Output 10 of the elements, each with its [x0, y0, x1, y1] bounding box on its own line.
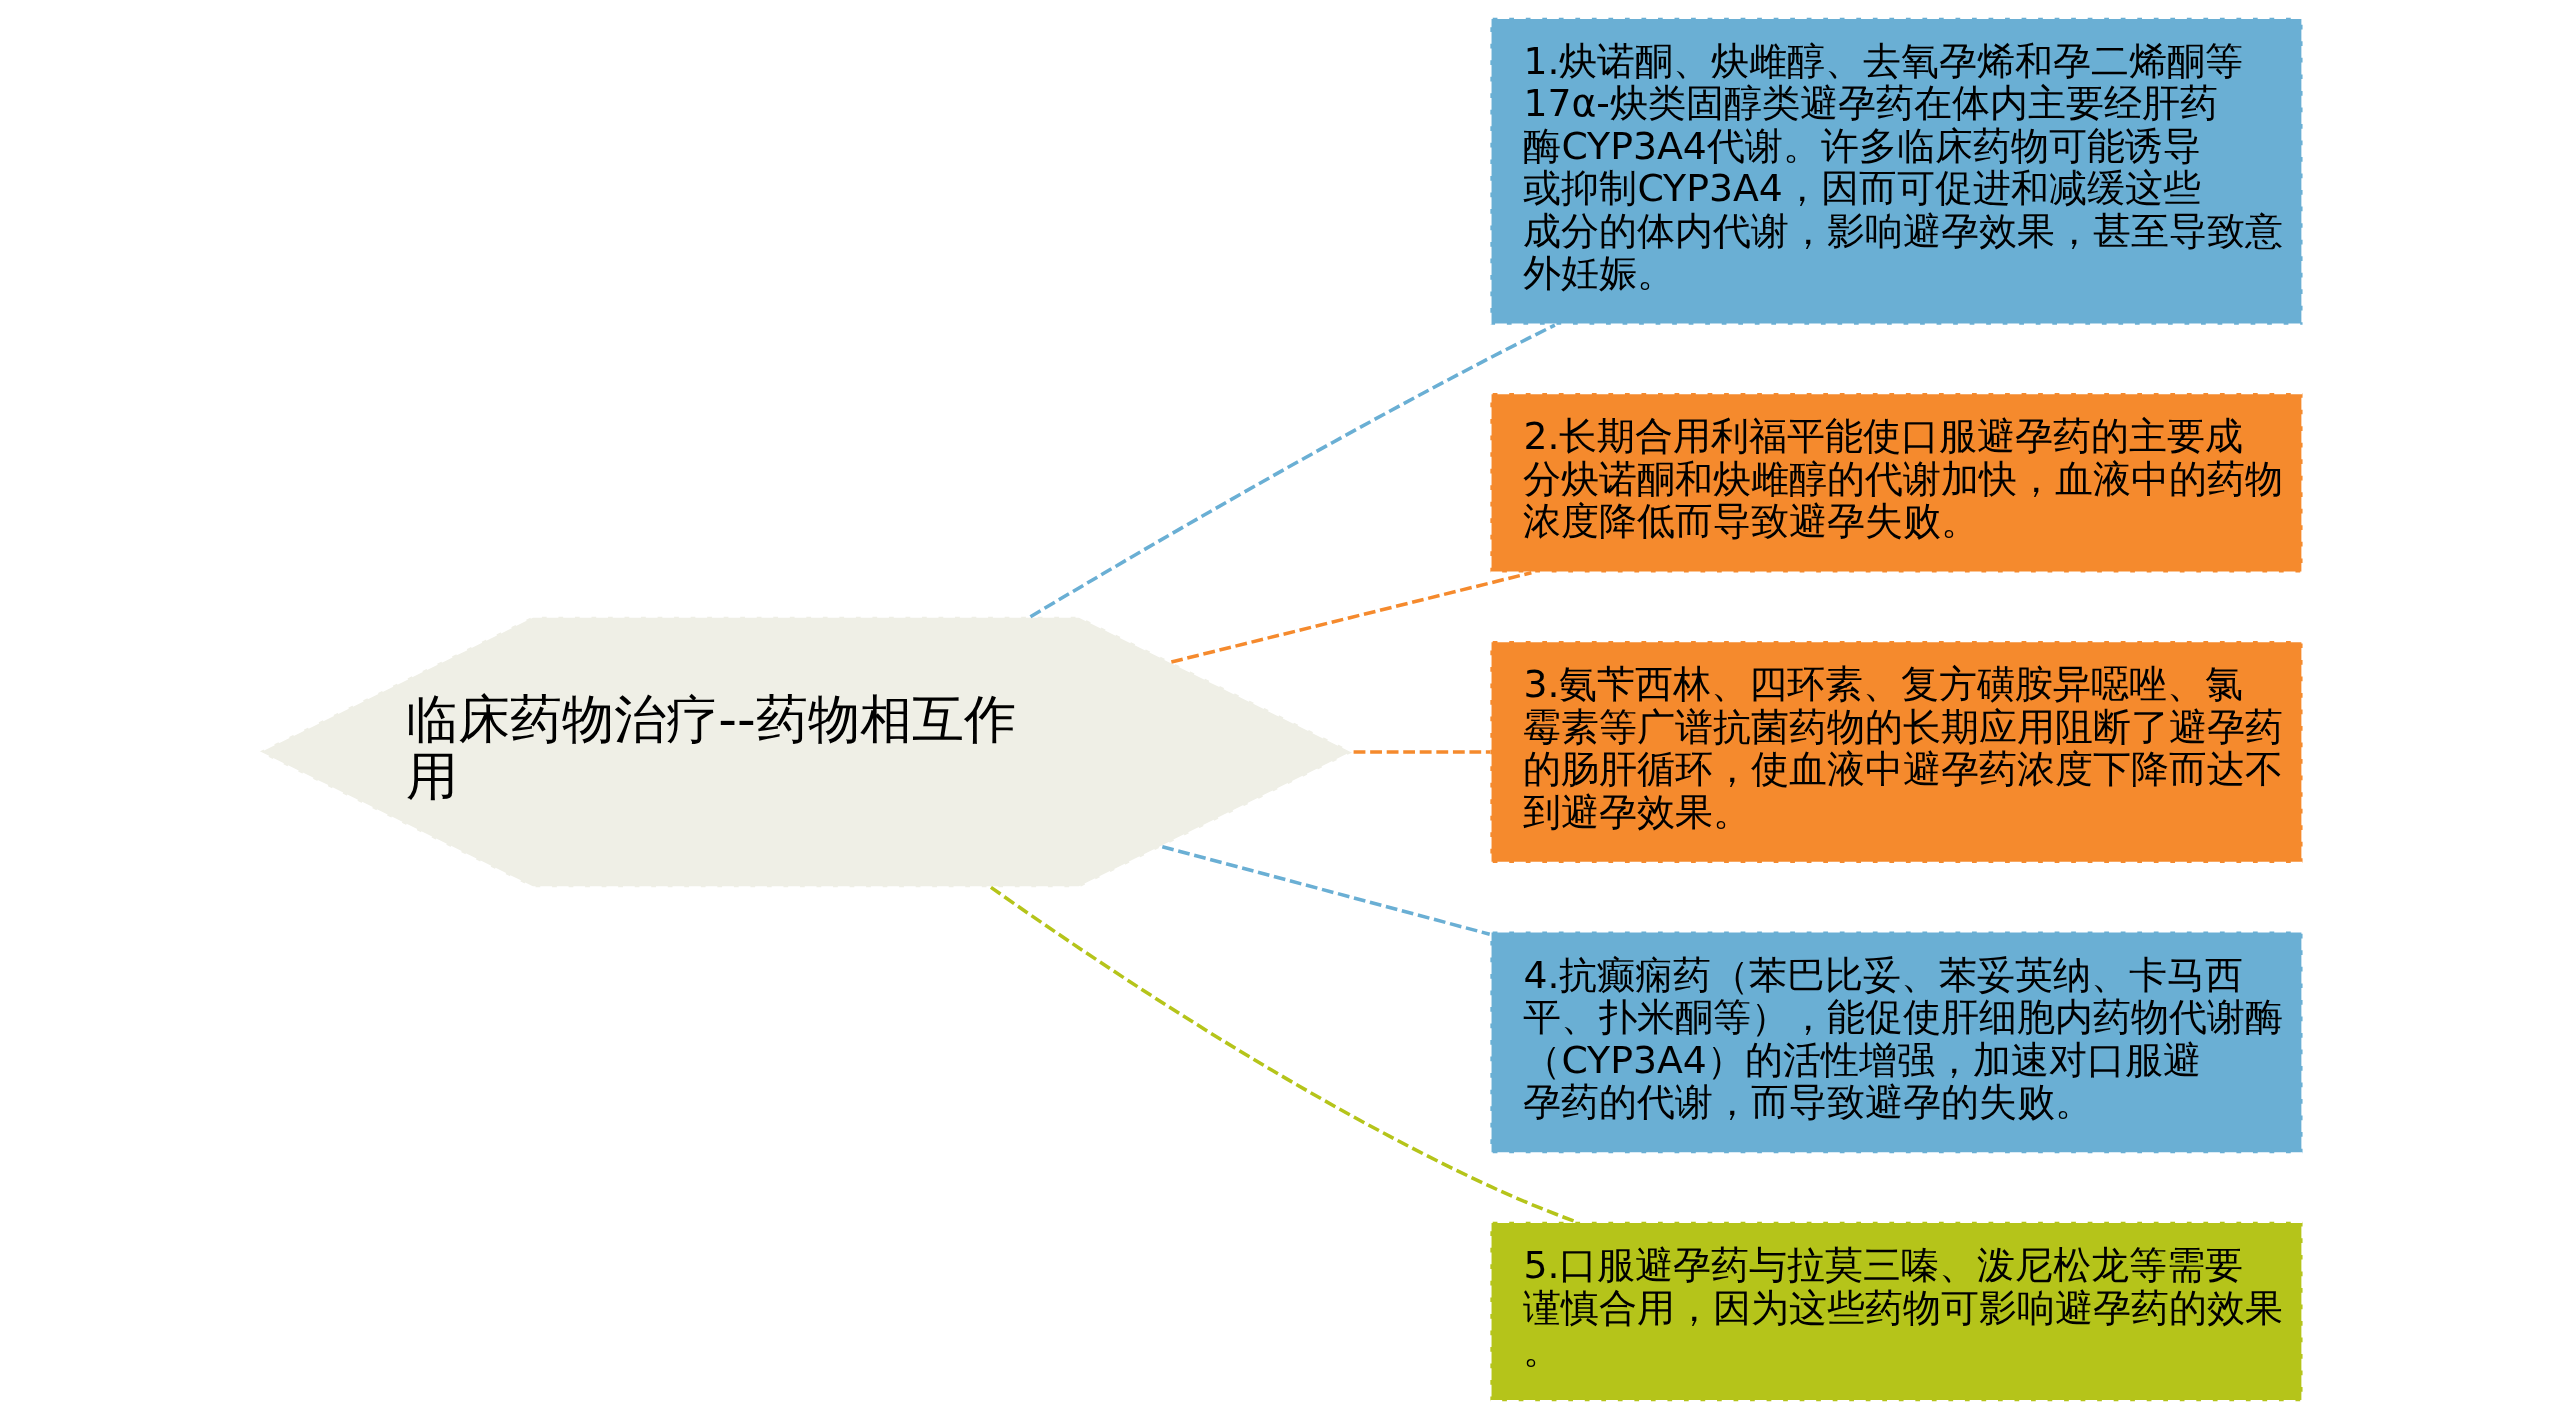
- connector: [1161, 844, 1490, 936]
- connector: [1353, 750, 1490, 754]
- node-box: 1.炔诺酮、炔雌醇、去氧孕烯和孕二烯酮等17α-炔类固醇类避孕药在体内主要经肝药酶CYP3A4代谢。许多临床药物可能诱导或抑制CYP3A4，因而可促进和减缓这些成分的体内代谢，影响避孕效果，甚至导致意外妊娠。: [1488, 16, 2304, 326]
- connector: [1170, 571, 1532, 664]
- connector: [1029, 323, 1556, 619]
- node-box: 4.抗癫痫药（苯巴比妥、苯妥英纳、卡马西平、扑米酮等），能促使肝细胞内药物代谢酶（CYP3A4）的活性增强，加速对口服避孕药的代谢，而导致避孕的失败。: [1488, 930, 2304, 1155]
- node-box: 5.口服避孕药与拉莫三嗪、泼尼松龙等需要谨慎合用，因为这些药物可影响避孕药的效果。: [1488, 1220, 2304, 1403]
- node-box: 2.长期合用利福平能使口服避孕药的主要成分炔诺酮和炔雌醇的代谢加快，血液中的药物浓度降低而导致避孕失败。: [1488, 391, 2304, 574]
- connector: [989, 885, 1576, 1224]
- node-box: 3.氨苄西林、四环素、复方磺胺异噁唑、氯霉素等广谱抗菌药物的长期应用阻断了避孕药的肠肝循环，使血液中避孕药浓度下降而达不到避孕效果。: [1488, 639, 2304, 865]
